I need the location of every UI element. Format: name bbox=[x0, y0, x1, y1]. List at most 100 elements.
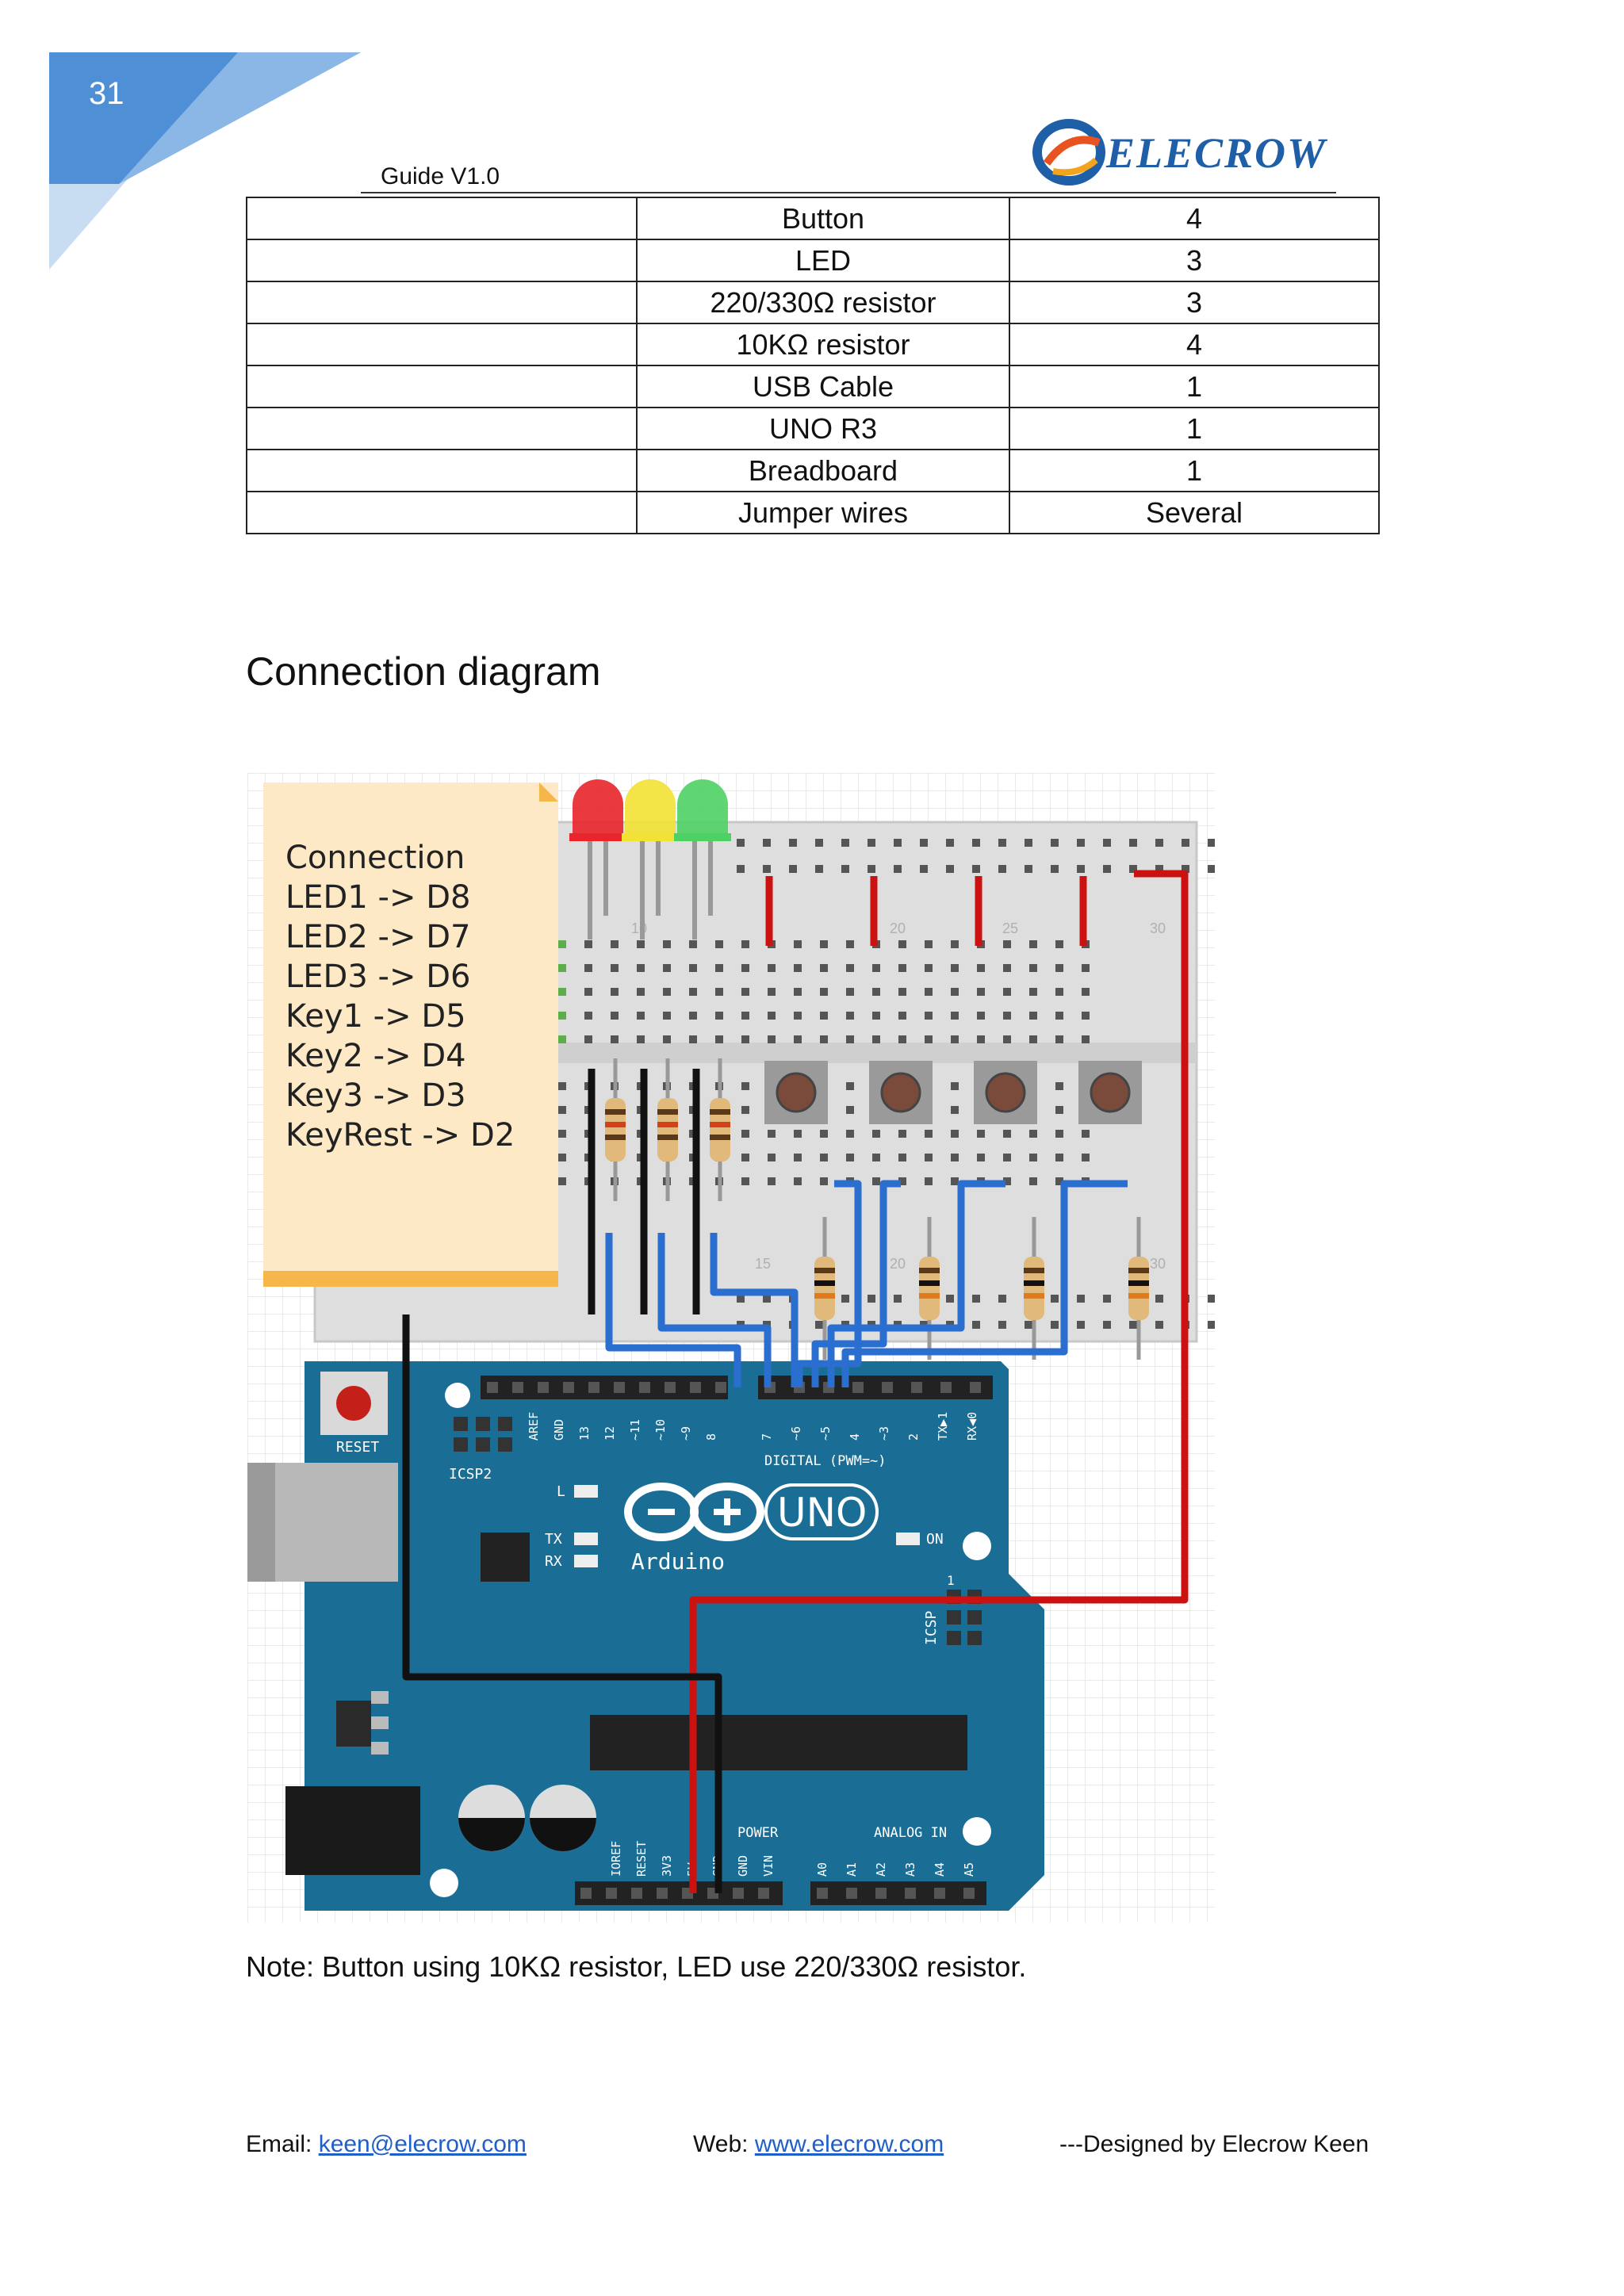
breadboard-hole bbox=[1029, 1035, 1037, 1043]
breadboard-hole bbox=[715, 964, 723, 972]
breadboard-hole bbox=[794, 1130, 802, 1138]
footer-email: Email: keen@elecrow.com bbox=[246, 2131, 527, 2158]
breadboard-hole bbox=[872, 1012, 880, 1020]
breadboard-hole bbox=[898, 940, 906, 948]
part-name-cell: Jumper wires bbox=[636, 491, 1010, 534]
connection-line: LED2 -> D7 bbox=[285, 919, 470, 955]
breadboard-hole bbox=[977, 1012, 985, 1020]
digital-pin-label: 7 bbox=[760, 1433, 774, 1441]
breadboard-hole bbox=[1208, 839, 1215, 847]
breadboard-hole bbox=[846, 1082, 854, 1090]
email-link[interactable]: keen@elecrow.com bbox=[318, 2131, 527, 2157]
breadboard-hole bbox=[768, 1154, 776, 1161]
breadboard-hole bbox=[925, 1154, 933, 1161]
breadboard-hole bbox=[794, 1177, 802, 1185]
breadboard-hole bbox=[951, 964, 959, 972]
breadboard-hole bbox=[951, 1035, 959, 1043]
breadboard-hole bbox=[1055, 1082, 1063, 1090]
breadboard-hole bbox=[1051, 865, 1059, 873]
tx-label: TX bbox=[545, 1531, 562, 1548]
digital-pin-label: 4 bbox=[848, 1433, 862, 1441]
breadboard-hole bbox=[946, 865, 954, 873]
breadboard-hole bbox=[794, 964, 802, 972]
breadboard-hole bbox=[972, 1321, 980, 1329]
part-qty-cell: 4 bbox=[1009, 197, 1380, 240]
header-pin bbox=[639, 1382, 650, 1393]
breadboard-number: 10 bbox=[631, 920, 647, 936]
led-3 bbox=[674, 779, 731, 939]
connection-line: Key2 -> D4 bbox=[285, 1038, 466, 1074]
breadboard-hole bbox=[715, 940, 723, 948]
breadboard-hole bbox=[741, 1035, 749, 1043]
breadboard-hole bbox=[898, 988, 906, 996]
header-pin bbox=[817, 1888, 828, 1899]
part-name-cell: 10KΩ resistor bbox=[636, 323, 1010, 366]
breadboard-hole bbox=[998, 839, 1006, 847]
breadboard-hole bbox=[1182, 865, 1189, 873]
breadboard-hole bbox=[951, 1082, 959, 1090]
breadboard-hole bbox=[951, 1012, 959, 1020]
analog-pin-label: A1 bbox=[845, 1862, 859, 1877]
part-qty-cell: 3 bbox=[1009, 239, 1380, 282]
breadboard-hole bbox=[1055, 1106, 1063, 1114]
breadboard-hole bbox=[1051, 1321, 1059, 1329]
breadboard-hole bbox=[1155, 1321, 1163, 1329]
breadboard-hole bbox=[820, 940, 828, 948]
breadboard-hole bbox=[820, 1130, 828, 1138]
breadboard-hole bbox=[972, 839, 980, 847]
digital-pin-label: AREF bbox=[527, 1412, 541, 1441]
led-group bbox=[569, 779, 731, 939]
logo-text: ELECROW bbox=[1106, 129, 1327, 177]
breadboard-number: 20 bbox=[890, 1256, 906, 1272]
breadboard-hole bbox=[868, 865, 875, 873]
breadboard-hole bbox=[558, 1106, 566, 1114]
breadboard-hole bbox=[768, 1130, 776, 1138]
breadboard-hole bbox=[925, 1177, 933, 1185]
breadboard-hole bbox=[1103, 865, 1111, 873]
page-number: 31 bbox=[89, 76, 124, 111]
breadboard-hole bbox=[584, 964, 592, 972]
l-label: L bbox=[557, 1483, 565, 1500]
wire-gnd bbox=[402, 1314, 722, 1893]
wires bbox=[402, 870, 1189, 1893]
digital-pin-label: 2 bbox=[906, 1433, 921, 1441]
push-button bbox=[764, 1061, 828, 1124]
breadboard-hole bbox=[768, 1012, 776, 1020]
breadboard-hole bbox=[1077, 865, 1085, 873]
breadboard-hole bbox=[894, 1295, 902, 1303]
resistor bbox=[919, 1217, 940, 1360]
header-pin bbox=[487, 1382, 498, 1393]
breadboard-hole bbox=[1029, 940, 1037, 948]
breadboard-hole bbox=[558, 1154, 566, 1161]
led-1 bbox=[569, 779, 626, 939]
breadboard-hole bbox=[1129, 865, 1137, 873]
breadboard-hole bbox=[637, 988, 645, 996]
breadboard-hole bbox=[558, 1012, 566, 1020]
breadboard-hole bbox=[1055, 1130, 1063, 1138]
analog-pin-label: A2 bbox=[874, 1862, 888, 1877]
breadboard-hole bbox=[794, 1154, 802, 1161]
breadboard-hole bbox=[946, 839, 954, 847]
breadboard-number: 25 bbox=[1002, 920, 1018, 936]
breadboard-hole bbox=[663, 1012, 671, 1020]
breadboard-hole bbox=[925, 1130, 933, 1138]
digital-pin-label: ~9 bbox=[679, 1426, 693, 1441]
chip-small bbox=[481, 1533, 530, 1582]
header-pin bbox=[733, 1888, 744, 1899]
breadboard-hole bbox=[1003, 940, 1011, 948]
part-name-cell: Breadboard bbox=[636, 449, 1010, 492]
rx-label: RX bbox=[545, 1553, 562, 1570]
breadboard-hole bbox=[663, 940, 671, 948]
breadboard-hole bbox=[1025, 865, 1032, 873]
breadboard-hole bbox=[558, 1035, 566, 1043]
web-link[interactable]: www.elecrow.com bbox=[754, 2131, 944, 2157]
connection-line: KeyRest -> D2 bbox=[285, 1117, 515, 1154]
part-qty-cell: 3 bbox=[1009, 281, 1380, 324]
digital-label: DIGITAL (PWM=~) bbox=[764, 1453, 887, 1469]
breadboard-hole bbox=[1082, 988, 1090, 996]
breadboard-hole bbox=[977, 988, 985, 996]
